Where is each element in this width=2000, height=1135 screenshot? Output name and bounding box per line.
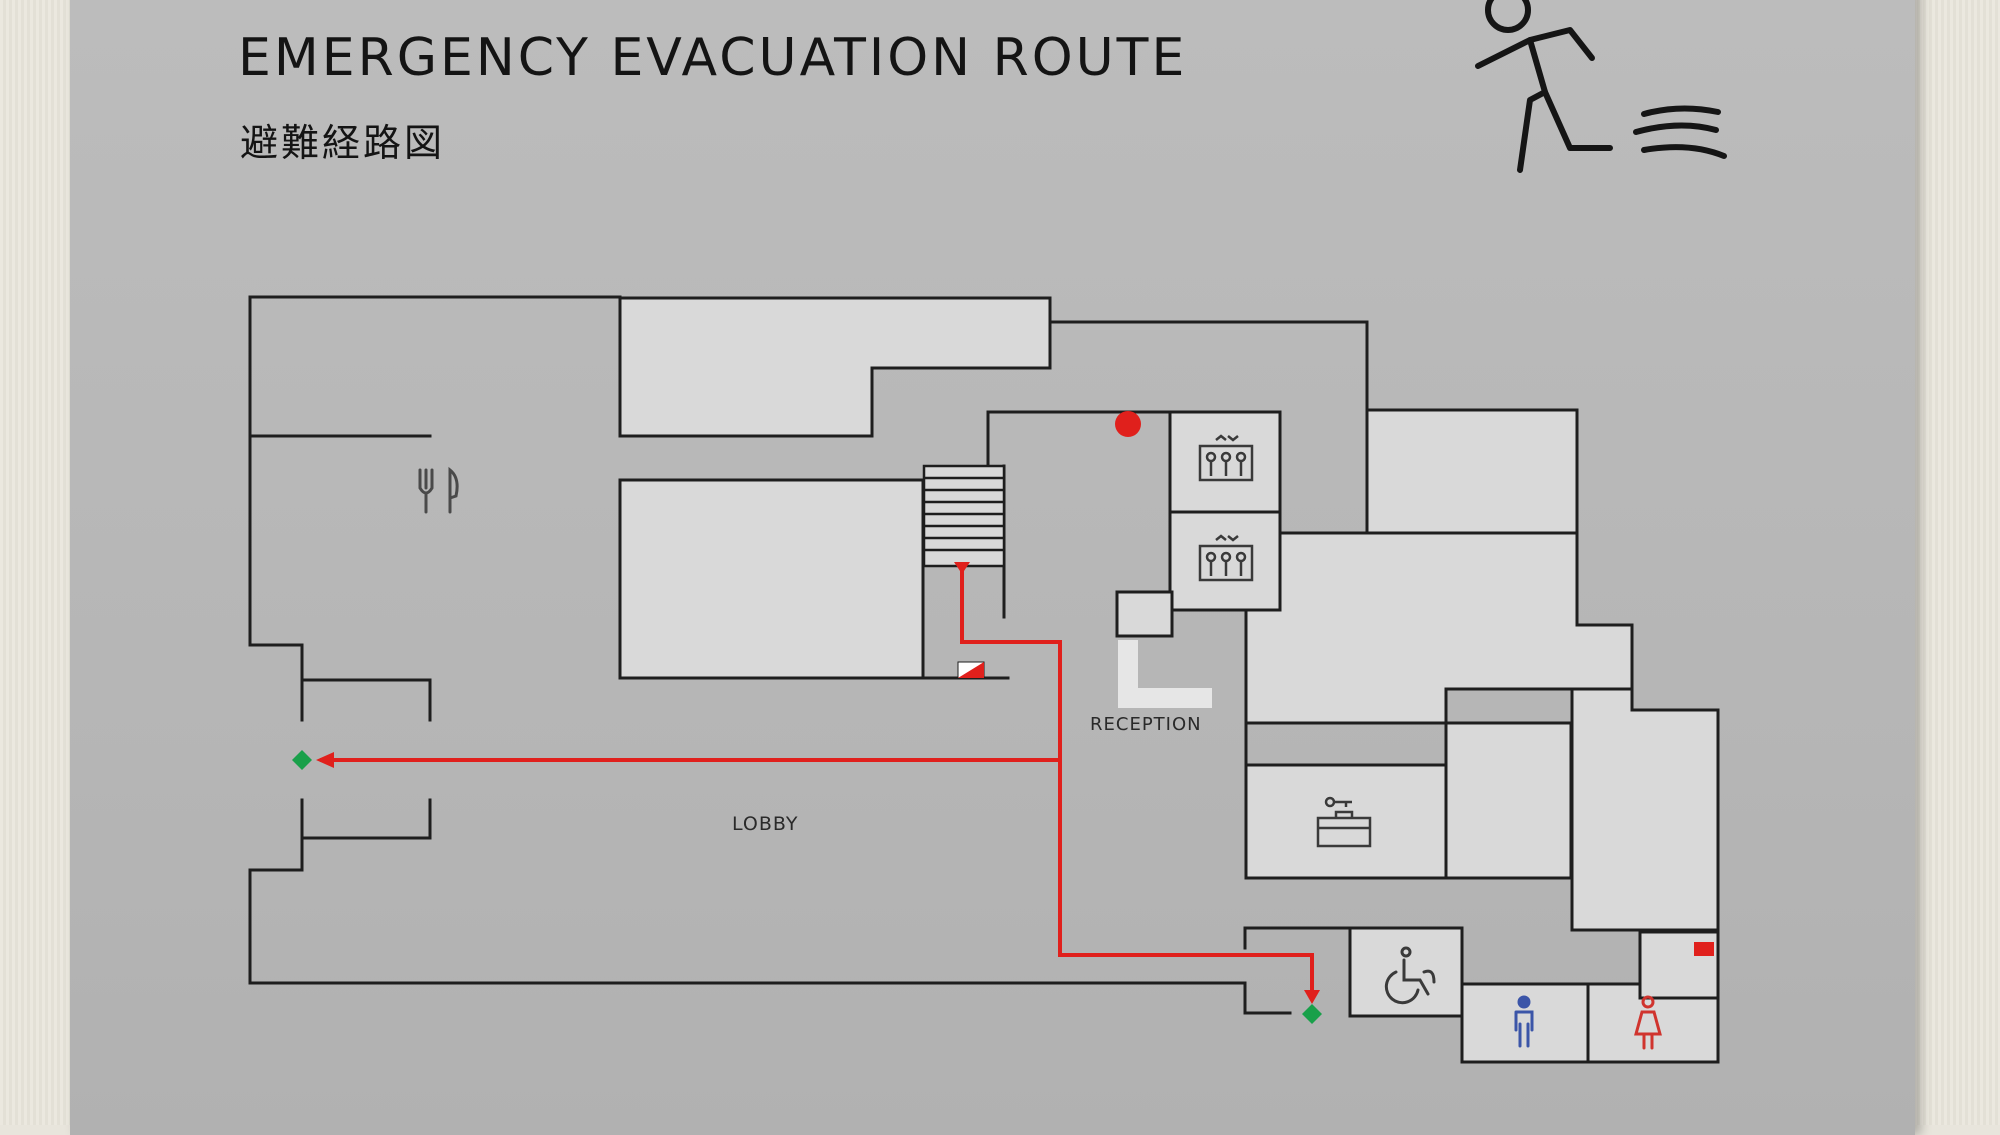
room-middle: [618, 478, 925, 680]
accessible-toilet-icon: [1384, 946, 1436, 1005]
room-luggage: [1244, 763, 1448, 880]
exit-marker: [292, 750, 312, 770]
female-toilet-icon: [1634, 995, 1662, 1050]
evacuation-route: [320, 570, 1314, 995]
reception-counter: [1118, 640, 1212, 708]
evacuation-sign-panel: [70, 0, 1915, 1135]
restaurant-icon: [418, 466, 459, 514]
reception-label: RECEPTION: [1090, 714, 1202, 735]
luggage-storage-icon: [1316, 796, 1372, 848]
room-east-small: [1444, 721, 1573, 880]
room-utility: [1638, 930, 1720, 1000]
male-toilet-icon: [1514, 995, 1534, 1048]
walls: [248, 295, 1720, 1064]
room-far-east: [1570, 687, 1720, 932]
exit-marker: [1302, 1004, 1322, 1024]
room-top: [618, 296, 1052, 438]
route-arrows: [316, 562, 1320, 1004]
title-japanese: 避難経路図: [240, 121, 446, 165]
room-top-right: [1365, 408, 1579, 535]
title-english: EMERGENCY EVACUATION ROUTE: [238, 28, 1188, 88]
running-man-icon: [1475, 0, 1727, 173]
elevator-icon: [1198, 534, 1254, 582]
lobby-label: LOBBY: [732, 813, 799, 835]
small-room: [1115, 590, 1174, 638]
fire-extinguisher-icon: [1694, 942, 1714, 956]
elevator-icon: [1198, 434, 1254, 482]
staircase: [922, 464, 1006, 568]
fire-alarm-icon: [1115, 411, 1141, 437]
fire-extinguisher-icon: [957, 661, 985, 679]
